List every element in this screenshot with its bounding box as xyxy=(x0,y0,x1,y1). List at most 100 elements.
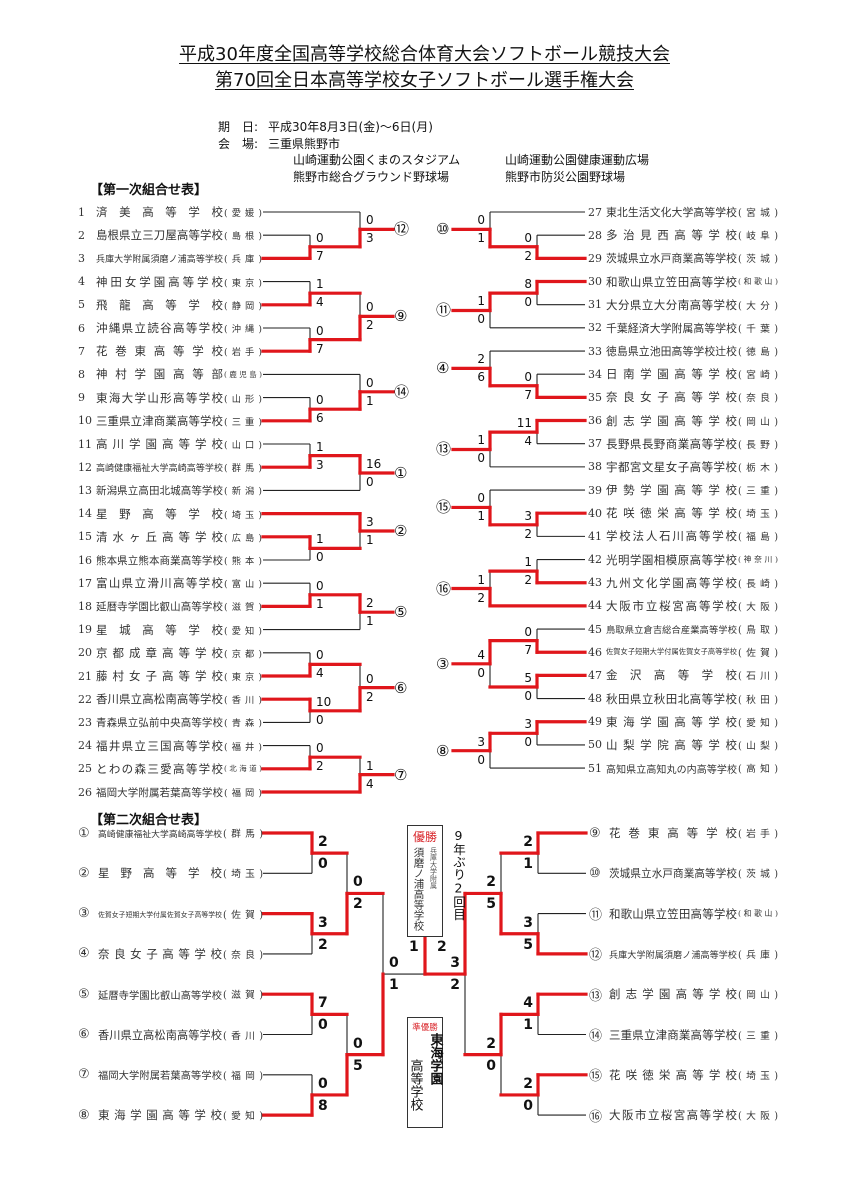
match-score: 1 xyxy=(316,277,324,292)
team-name: 創志学園高等学校 xyxy=(609,987,737,1002)
seed-number: ⑥ xyxy=(78,1027,90,1042)
match-score: 0 xyxy=(316,741,324,756)
team-name: 京都成章高等学校 xyxy=(96,645,223,660)
team-name: 神田女学園高等学校 xyxy=(96,274,223,289)
team-number: 40 xyxy=(588,506,602,520)
group-seed-circle: ⑩ xyxy=(436,220,450,239)
team-prefecture: (埼玉) xyxy=(738,1070,778,1082)
team-number: 21 xyxy=(78,669,92,683)
team-prefecture: (大分) xyxy=(738,300,778,312)
team-number: 23 xyxy=(78,715,92,729)
team-name: 創志学園高等学校 xyxy=(606,413,737,428)
team-name: 長野県長野商業高等学校 xyxy=(606,436,737,451)
match-score: 0 xyxy=(318,1075,328,1092)
date-value: 平成30年8月3日(金)～6日(月) xyxy=(268,120,433,134)
match-score: 0 xyxy=(366,213,374,228)
group-seed-circle: ⑥ xyxy=(394,678,408,697)
title-line-1: 平成30年度全国高等学校総合体育大会ソフトボール競技大会 xyxy=(179,44,670,65)
team-name: 星城高等学校 xyxy=(96,622,223,637)
group-seed-circle: ⑤ xyxy=(394,603,408,622)
team-prefecture: (鳥取) xyxy=(738,625,778,637)
team-prefecture: (鹿児島) xyxy=(224,369,262,379)
venue-1: 山崎運動公園くまのスタジアム xyxy=(293,153,461,167)
group-seed-circle: ⑨ xyxy=(394,307,408,326)
team-number: 31 xyxy=(588,298,602,312)
match-score: 1 xyxy=(316,439,324,454)
match-score: 0 xyxy=(366,300,374,315)
team-number: 33 xyxy=(588,344,602,358)
team-number: 15 xyxy=(78,530,92,544)
team-number: 4 xyxy=(78,275,85,289)
team-name: 富山県立滑川高等学校 xyxy=(96,576,223,591)
match-score: 11 xyxy=(516,416,532,431)
team-prefecture: (愛媛) xyxy=(224,208,262,219)
team-name: 高崎健康福祉大学高崎高等学校 xyxy=(98,829,222,840)
team-prefecture: (兵庫) xyxy=(224,254,262,266)
team-prefecture: (福岡) xyxy=(223,1070,263,1082)
match-score: 5 xyxy=(353,1057,363,1074)
team-name: 福井県立三国高等学校 xyxy=(96,738,223,753)
team-prefecture: (京都) xyxy=(224,648,262,660)
team-name: 兵庫大学附属須磨ノ浦高等学校 xyxy=(96,254,223,265)
match-score: 3 xyxy=(524,717,532,732)
team-name: 沖縄県立読谷高等学校 xyxy=(96,321,223,335)
venue-2: 山崎運動公園健康運動広場 xyxy=(505,153,650,167)
group-seed-circle: ② xyxy=(394,522,408,540)
match-score: 2 xyxy=(477,352,485,367)
match-score: 0 xyxy=(523,1097,533,1114)
team-number: 39 xyxy=(588,483,602,497)
team-name: 東海大学山形高等学校 xyxy=(96,390,223,405)
match-score: 1 xyxy=(366,614,374,629)
team-prefecture: (埼玉) xyxy=(223,869,263,881)
team-name: 日南学園高等学校 xyxy=(606,367,737,382)
team-number: 11 xyxy=(78,437,92,451)
round1-heading: 【第一次組合せ表】 xyxy=(90,183,208,198)
team-number: 24 xyxy=(78,739,92,753)
team-number: 51 xyxy=(588,761,602,775)
match-score: 0 xyxy=(524,735,532,750)
match-score: 2 xyxy=(318,834,328,851)
team-number: 12 xyxy=(78,460,92,474)
seed-number: ⑩ xyxy=(589,865,601,881)
match-score: 0 xyxy=(524,230,532,245)
team-name: 高川学園高等学校 xyxy=(96,437,223,451)
match-score: 0 xyxy=(477,451,485,466)
team-prefecture: (大阪) xyxy=(738,601,778,613)
match-score: 0 xyxy=(486,1057,496,1074)
match-score: 3 xyxy=(450,955,460,972)
match-score: 1 xyxy=(477,572,485,587)
match-score: 0 xyxy=(524,624,532,639)
seed-number: ④ xyxy=(78,946,90,962)
team-prefecture: (福岡) xyxy=(224,788,262,799)
team-prefecture: (福島) xyxy=(738,532,778,544)
match-score: 2 xyxy=(366,318,374,333)
team-number: 10 xyxy=(78,414,92,428)
team-prefecture: (宮城) xyxy=(738,208,778,219)
team-prefecture: (大阪) xyxy=(738,1111,778,1123)
team-number: 34 xyxy=(588,367,602,381)
team-name: 島根県立三刀屋高等学校 xyxy=(96,228,223,243)
team-name: 東海学園高等学校 xyxy=(606,714,737,729)
team-prefecture: (福井) xyxy=(224,741,262,753)
seed-number: ⑧ xyxy=(78,1107,90,1123)
match-score: 3 xyxy=(318,914,328,931)
team-name: 済美高等学校 xyxy=(96,205,223,219)
team-name: 高崎健康福祉大学高崎高等学校 xyxy=(96,463,223,474)
match-score: 1 xyxy=(366,393,374,408)
champion-school-prefix: 兵庫大学附属 xyxy=(429,847,438,889)
